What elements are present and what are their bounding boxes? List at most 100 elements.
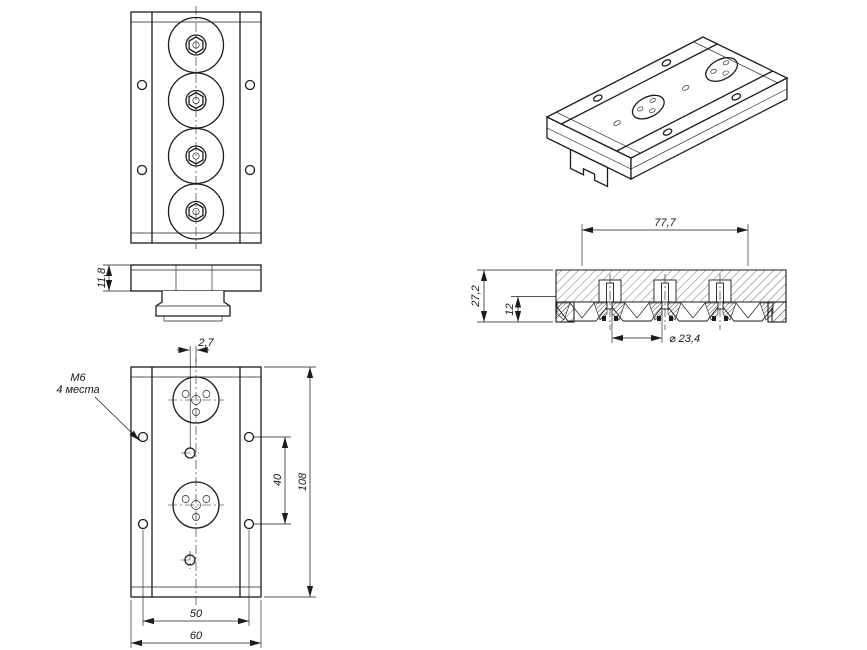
roller-flange-hatch	[722, 302, 737, 321]
roller-flange-hatch	[593, 302, 608, 321]
flange-hole	[181, 390, 190, 398]
dim-text-23-4: ⌀ 23,4	[669, 333, 700, 345]
roller-circle	[167, 183, 225, 240]
roller-groove-line	[581, 302, 595, 319]
iso-mount-hole	[661, 59, 672, 67]
dowel-hole-2	[181, 551, 199, 569]
rail-foot-profile	[155, 291, 231, 317]
roller-flange-hatch	[704, 302, 719, 321]
flange-ellipse	[631, 94, 665, 120]
iso-cap-line	[556, 111, 641, 154]
roller-groove-line	[624, 302, 638, 319]
flange-hole	[637, 106, 644, 112]
flange-hole	[649, 97, 656, 103]
flange-circle-top	[168, 376, 224, 424]
bottom-view: 2,7 M6 4 места 40 108 50	[56, 337, 316, 648]
roller-groove-line	[747, 302, 761, 319]
dim-text-60: 60	[190, 630, 203, 642]
iso-dowel-hole	[613, 120, 621, 126]
t-bolt-3	[708, 274, 732, 330]
dim-roller-span: 77,7	[581, 217, 749, 266]
iso-flange-circle-2	[705, 57, 739, 82]
roller-flange-hatch	[611, 302, 626, 321]
t-bolt-1	[598, 274, 622, 330]
hex-nut	[188, 147, 204, 165]
mount-hole	[136, 164, 148, 176]
roller-4	[167, 183, 225, 240]
dim-text-11-8: 11,8	[96, 267, 108, 288]
flange-ellipse	[705, 57, 739, 82]
iso-seam-line	[546, 127, 632, 170]
axle-hole	[192, 96, 200, 105]
dim-side-hole-spacing: 40	[254, 436, 291, 525]
roller-groove-line	[636, 302, 650, 319]
iso-rail-foot	[569, 148, 609, 188]
leader-line	[94, 396, 140, 441]
dim-text-50: 50	[190, 608, 203, 620]
mount-hole	[244, 79, 256, 91]
dim-text-77-7: 77,7	[654, 217, 676, 229]
flange-hole	[192, 513, 200, 521]
dim-rail-height: 12	[504, 296, 556, 322]
flange-hole	[202, 390, 211, 398]
roller-flange-hatch	[667, 302, 682, 321]
bolt-foot	[712, 316, 716, 321]
flange-hole	[722, 60, 730, 66]
thread-callout-text-2: 4 места	[56, 384, 99, 396]
thread-callout-text-1: M6	[70, 372, 86, 384]
thread-hole-m6	[137, 518, 149, 530]
hex-nut	[188, 36, 204, 54]
iso-rail-line	[616, 70, 773, 152]
hex-nut	[188, 202, 204, 221]
t-bolt-2	[653, 274, 677, 330]
bolt-foot	[724, 316, 728, 321]
flange-hole	[192, 408, 200, 416]
dim-text-40: 40	[272, 473, 284, 486]
top-view	[130, 6, 262, 249]
dim-hole-offset: 2,7	[177, 337, 215, 448]
roller-section-3	[667, 301, 719, 322]
dim-text-12: 12	[504, 303, 516, 315]
roller-hub-circle	[185, 200, 207, 223]
flange-hole	[202, 495, 211, 503]
roller-hub-circle	[185, 89, 207, 112]
roller-groove-line	[692, 302, 706, 319]
bolt-foot	[602, 316, 606, 321]
iso-rail-line	[561, 43, 718, 125]
roller-flange-hatch	[648, 302, 663, 321]
flange-hole	[181, 495, 190, 503]
axle-hole	[192, 41, 200, 49]
flange-hole	[722, 70, 729, 76]
roller-section-4	[722, 301, 774, 322]
mount-hole	[244, 164, 256, 176]
roller-hub-circle	[185, 145, 207, 167]
section-view: 77,7 27,2 12 ⌀ 23,4	[470, 217, 787, 345]
dim-text-108: 108	[297, 472, 309, 491]
dim-plate-thickness: 11,8	[96, 264, 131, 292]
roller-groove-line	[680, 302, 694, 319]
roller-section-2	[611, 301, 663, 322]
thread-hole-m6	[243, 431, 255, 443]
bolt-foot	[614, 316, 618, 321]
bolt-foot	[657, 316, 661, 321]
dim-total-width: 60	[130, 600, 262, 648]
isometric-view	[545, 36, 789, 188]
section-end-foot	[767, 301, 787, 323]
roller-groove-line	[735, 302, 749, 319]
dim-text-27-2: 27,2	[470, 285, 482, 307]
flange-circle-bottom	[168, 481, 224, 529]
iso-cap-line	[693, 41, 778, 84]
flange-hole	[649, 108, 656, 114]
dim-hole-pitch: 50	[142, 530, 250, 626]
side-view: 11,8	[96, 264, 262, 322]
thread-callout: M6 4 места	[56, 372, 140, 441]
dim-roller-diameter: ⌀ 23,4	[611, 311, 700, 345]
iso-dowel-hole	[682, 85, 690, 91]
flange-hole	[710, 68, 717, 74]
iso-flange-circle-1	[631, 94, 665, 120]
dim-total-length: 108	[264, 366, 316, 598]
hex-nut	[188, 91, 204, 110]
side-view-plate	[130, 264, 262, 292]
thread-hole-m6	[243, 518, 255, 530]
